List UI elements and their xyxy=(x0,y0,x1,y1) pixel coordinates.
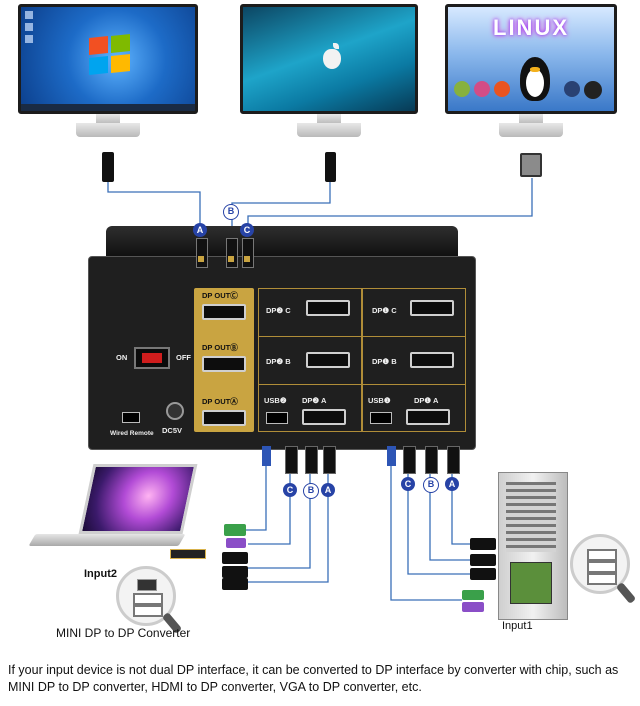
mac-screen xyxy=(240,4,418,114)
plug-c xyxy=(242,238,254,268)
input1-badge-c: C xyxy=(401,477,415,491)
wired-remote-port[interactable] xyxy=(122,412,140,423)
input1-panel xyxy=(362,288,466,432)
linux-title: LINUX xyxy=(493,15,569,40)
cable-badge-b: B xyxy=(223,204,239,220)
dp-out-c-port[interactable] xyxy=(202,304,246,320)
input2-dp-c-port[interactable] xyxy=(306,300,350,316)
input2-panel xyxy=(258,288,362,432)
mini-dp-adapter xyxy=(170,549,206,559)
dp-plug-windows xyxy=(102,152,114,182)
dp-cable-end-6 xyxy=(470,568,496,580)
usb-plug-input1 xyxy=(387,446,396,466)
monitor-windows xyxy=(18,4,198,138)
dp-plug-input1-b xyxy=(425,446,438,474)
dp-plug-mac xyxy=(325,152,336,182)
power-switch[interactable] xyxy=(134,347,170,369)
audio-cable-end-input1 xyxy=(462,602,484,612)
monitor-linux: LINUX xyxy=(445,4,617,138)
input2-badge-a: A xyxy=(321,483,335,497)
windows-screen xyxy=(18,4,198,114)
power-on-label: ON xyxy=(116,353,128,362)
dp-plug-input2-c xyxy=(285,446,298,474)
input1-usb-label: USB❶ xyxy=(368,396,391,405)
input1-dp-a-port[interactable] xyxy=(406,409,450,425)
dp-plug-input2-b xyxy=(305,446,318,474)
dp-out-b-label: DP OUTⒷ xyxy=(202,343,238,352)
usb-plug-input2 xyxy=(262,446,271,466)
input2-dp-c-label: DP❷ C xyxy=(266,306,291,315)
vga-plug-linux xyxy=(520,153,542,177)
dp-out-b-port[interactable] xyxy=(202,356,246,372)
input1-dp-b-port[interactable] xyxy=(410,352,454,368)
usb-cable-end-input2 xyxy=(224,524,246,536)
dp-cable-end-5 xyxy=(470,554,496,566)
input2-dp-a-label: DP❷ A xyxy=(302,396,327,405)
input2-label: Input2 xyxy=(84,568,117,580)
dc5v-label: DC5V xyxy=(162,426,183,435)
input2-dp-b-label: DP❷ B xyxy=(266,357,291,366)
plug-b xyxy=(226,238,238,268)
input2-dp-b-port[interactable] xyxy=(306,352,350,368)
dp-cable-end-4 xyxy=(470,538,496,550)
audio-cable-end-input2 xyxy=(226,538,246,548)
input2-badge-b: B xyxy=(303,483,319,499)
dp-plug-input1-c xyxy=(403,446,416,474)
tux-penguin-icon xyxy=(520,57,550,101)
laptop-screen xyxy=(78,464,198,534)
cable-badge-a: A xyxy=(193,223,207,237)
pc-tower-input1 xyxy=(498,472,568,620)
apple-logo-icon xyxy=(323,49,341,69)
input1-dp-b-label: DP❶ B xyxy=(372,357,397,366)
power-off-label: OFF xyxy=(176,353,191,362)
distro-icons xyxy=(454,81,614,99)
input1-dp-c-label: DP❶ C xyxy=(372,306,397,315)
dp-out-a-label: DP OUTⒶ xyxy=(202,397,238,406)
wired-remote-label: Wired Remote xyxy=(110,430,154,437)
input2-dp-a-port[interactable] xyxy=(302,409,346,425)
kvm-switch: A B C ON OFF Wired Remote DC5V DP OUTⒸ D… xyxy=(88,204,476,450)
plug-a xyxy=(196,238,208,268)
input2-usb-port[interactable] xyxy=(266,412,288,424)
cable-badge-c: C xyxy=(240,223,254,237)
converter-label: MINI DP to DP Converter xyxy=(56,626,191,640)
dp-plug-input2-a xyxy=(323,446,336,474)
input1-badge-a: A xyxy=(445,477,459,491)
input2-badge-c: C xyxy=(283,483,297,497)
caption-text: If your input device is not dual DP inte… xyxy=(8,663,619,694)
input2-usb-label: USB❷ xyxy=(264,396,287,405)
dp-cable-end-2 xyxy=(222,566,248,578)
laptop-base xyxy=(28,534,186,546)
dp-cable-end-3 xyxy=(222,578,248,590)
dp-out-a-port[interactable] xyxy=(202,410,246,426)
input1-dp-a-label: DP❶ A xyxy=(414,396,439,405)
usb-cable-end-input1 xyxy=(462,590,484,600)
linux-screen: LINUX xyxy=(445,4,617,114)
input1-badge-b: B xyxy=(423,477,439,493)
dp-out-c-label: DP OUTⒸ xyxy=(202,291,238,300)
input1-dp-c-port[interactable] xyxy=(410,300,454,316)
dc-jack[interactable] xyxy=(166,402,184,420)
input1-label: Input1 xyxy=(502,620,533,632)
monitor-mac xyxy=(240,4,418,138)
dp-plug-input1-a xyxy=(447,446,460,474)
dp-cable-end-1 xyxy=(222,552,248,564)
input1-usb-port[interactable] xyxy=(370,412,392,424)
